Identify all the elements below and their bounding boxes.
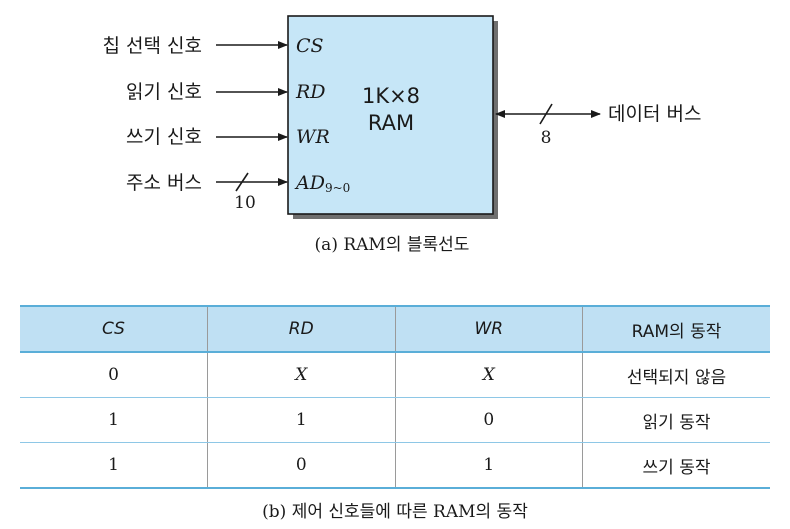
read-signal-label: 읽기 신호 xyxy=(126,81,202,103)
cell-wr: 1 xyxy=(394,442,583,489)
cell-operation: 읽기 동작 xyxy=(582,397,770,443)
caption-b: (b) 제어 신호들에 따른 RAM의 동작 xyxy=(262,502,528,522)
caption-a: (a) RAM의 블록선도 xyxy=(315,235,470,255)
data-bus-label: 데이터 버스 xyxy=(608,103,701,125)
cell-operation: 쓰기 동작 xyxy=(582,442,770,489)
cell-wr: X xyxy=(394,352,583,398)
pin-wr: WR xyxy=(296,126,330,148)
table-row: 1 0 1 쓰기 동작 xyxy=(20,442,770,489)
cell-cs: 0 xyxy=(20,352,208,398)
cell-rd: X xyxy=(207,352,395,398)
pin-ad-name: AD xyxy=(294,172,325,194)
data-bus-width: 8 xyxy=(541,128,552,148)
pin-ad: AD9~0 xyxy=(294,172,350,195)
header-wr: WR xyxy=(394,305,583,353)
header-cs: CS xyxy=(20,305,208,353)
header-operation: RAM의 동작 xyxy=(582,305,770,353)
chip-select-label: 칩 선택 신호 xyxy=(103,35,202,57)
pin-rd: RD xyxy=(295,81,326,103)
address-bus-slash xyxy=(235,172,249,192)
ram-block-diagram: 칩 선택 신호 읽기 신호 쓰기 신호 주소 버스 10 CS RD WR AD… xyxy=(103,15,701,255)
table-row: 0 X X 선택되지 않음 xyxy=(20,352,770,398)
cell-rd: 0 xyxy=(207,442,395,489)
header-rd: RD xyxy=(207,305,395,353)
cell-cs: 1 xyxy=(20,397,208,443)
cell-wr: 0 xyxy=(394,397,583,443)
table-row: 1 1 0 읽기 동작 xyxy=(20,397,770,443)
address-bus-label: 주소 버스 xyxy=(126,172,202,194)
write-signal-label: 쓰기 신호 xyxy=(126,126,202,148)
cell-rd: 1 xyxy=(207,397,395,443)
pin-ad-subscript: 9~0 xyxy=(325,181,350,195)
table-header-row: CS RD WR RAM의 동작 xyxy=(20,305,770,353)
ram-block xyxy=(287,15,494,215)
chip-type-text: RAM xyxy=(368,111,414,135)
chip-size-text: 1K×8 xyxy=(362,84,420,108)
address-bus-width: 10 xyxy=(234,193,256,213)
cell-cs: 1 xyxy=(20,442,208,489)
cell-operation: 선택되지 않음 xyxy=(582,352,770,398)
data-bus-slash xyxy=(539,103,553,125)
operation-table: CS RD WR RAM의 동작 0 X X 선택되지 않음 1 1 0 읽기 … xyxy=(20,305,770,489)
pin-cs: CS xyxy=(296,35,324,57)
